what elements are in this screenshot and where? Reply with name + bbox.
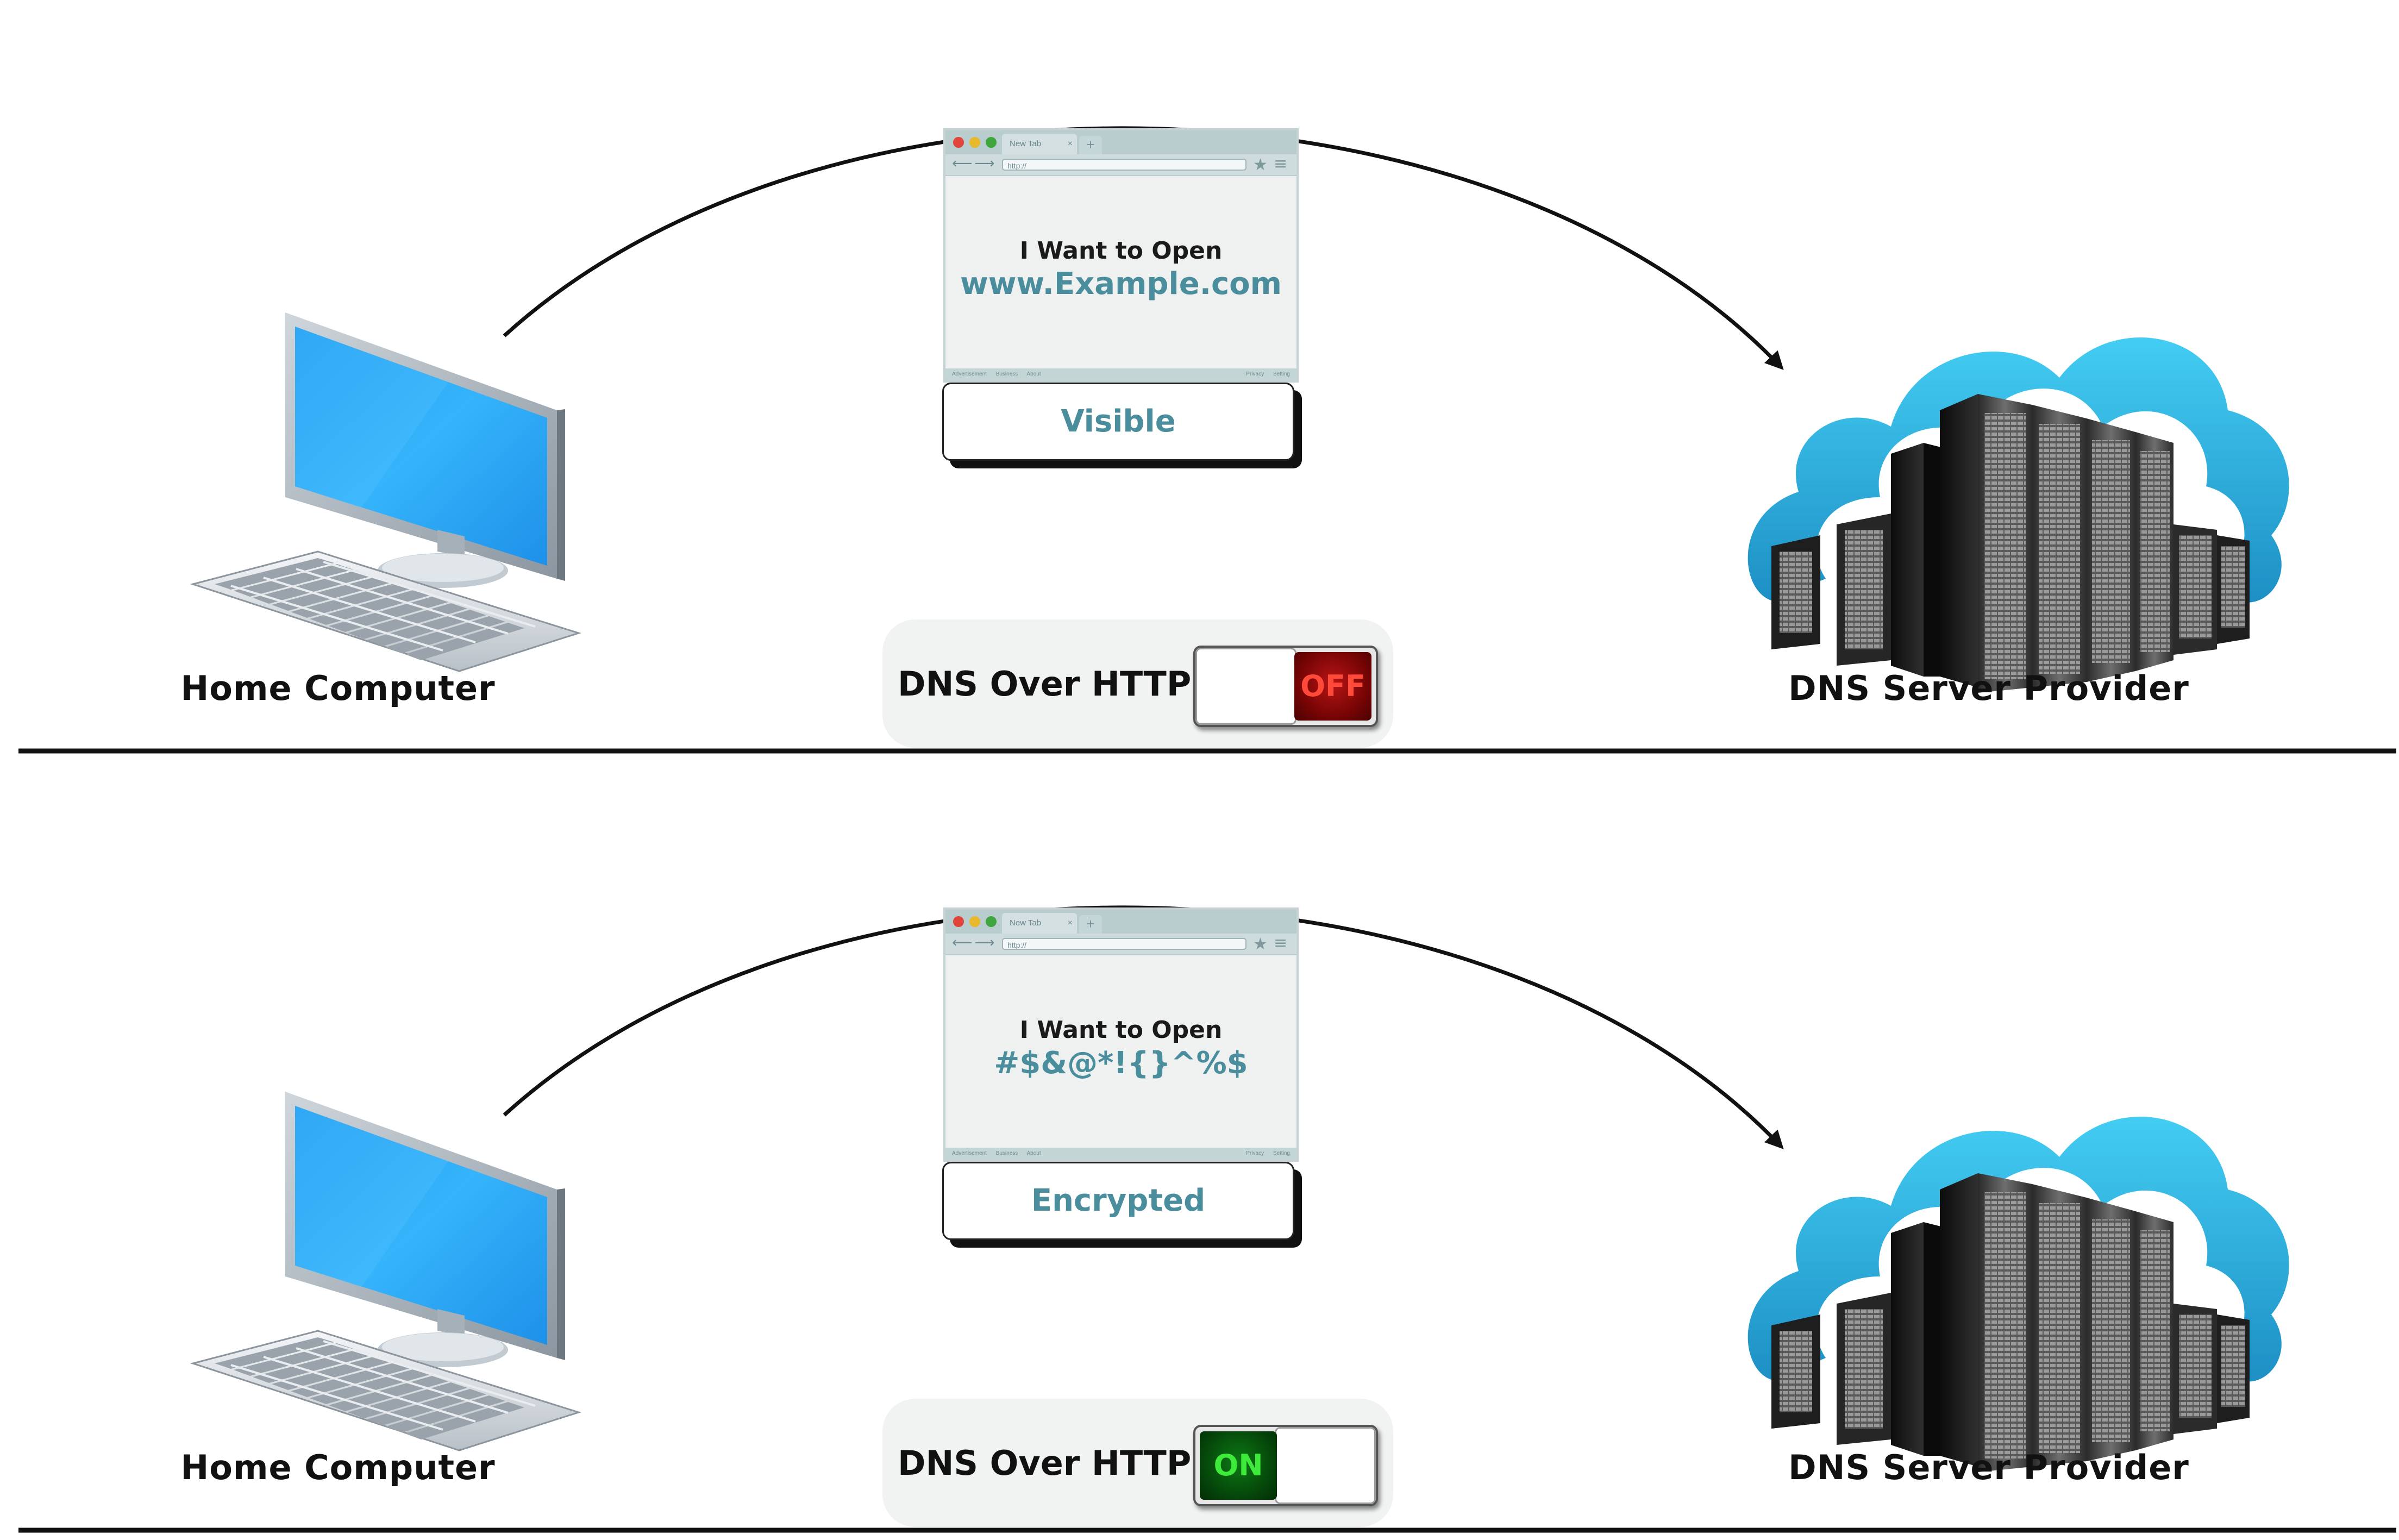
toggle-state-label: ON	[1200, 1431, 1277, 1500]
browser-address-bar: ⟵⟶ http:// ★ ≡	[945, 154, 1296, 176]
browser-tab: New Tab ×	[1002, 913, 1077, 934]
dns-server-provider-label: DNS Server Provider	[1788, 668, 2189, 708]
doh-toggle[interactable]: OFF	[1193, 646, 1378, 727]
browser-tab-title: New Tab	[1010, 139, 1042, 148]
url-field: http://	[1002, 159, 1247, 171]
url-field: http://	[1002, 938, 1247, 950]
browser-tab-title: New Tab	[1010, 918, 1042, 928]
requested-domain-text: #$&@*!{}^%$	[994, 1046, 1248, 1081]
toggle-knob	[1275, 1427, 1376, 1504]
browser-tab-bar: New Tab × +	[945, 130, 1296, 154]
cloud-server-icon	[1747, 1116, 2289, 1472]
toggle-knob	[1195, 648, 1296, 725]
nav-arrows-icon: ⟵⟶	[952, 155, 997, 172]
close-dot-icon	[953, 137, 964, 148]
request-intro-text: I Want to Open	[1019, 237, 1223, 265]
browser-window: New Tab × + ⟵⟶ http:// ★ ≡ I Want to Open…	[943, 907, 1299, 1162]
browser-tab-bar: New Tab × +	[945, 910, 1296, 934]
nav-arrows-icon: ⟵⟶	[952, 935, 997, 951]
browser-tab: New Tab ×	[1002, 134, 1077, 154]
star-icon: ★	[1253, 935, 1268, 954]
desktop-computer-icon	[192, 1091, 580, 1451]
doh-label: DNS Over HTTPS	[898, 1443, 1216, 1483]
browser-footer: Advertisement Business About Privacy Set…	[945, 1148, 1296, 1160]
visibility-status-box: Visible	[942, 383, 1294, 461]
minimize-dot-icon	[969, 916, 980, 927]
footer-right-links: Privacy Setting	[1246, 371, 1290, 377]
new-tab-icon: +	[1079, 915, 1102, 934]
menu-icon: ≡	[1274, 934, 1288, 953]
home-computer-label: Home Computer	[180, 1448, 496, 1487]
browser-window: New Tab × + ⟵⟶ http:// ★ ≡ I Want to Open…	[943, 128, 1299, 383]
home-computer-label: Home Computer	[180, 668, 496, 708]
maximize-dot-icon	[986, 916, 997, 927]
browser-content: I Want to Open www.Example.com	[945, 176, 1296, 361]
browser-content: I Want to Open #$&@*!{}^%$	[945, 955, 1296, 1140]
cloud-server-icon	[1747, 337, 2289, 693]
tab-close-icon: ×	[1067, 139, 1073, 148]
request-intro-text: I Want to Open	[1019, 1016, 1223, 1044]
requested-domain-text: www.Example.com	[960, 266, 1282, 302]
toggle-state-label: OFF	[1294, 652, 1371, 721]
browser-footer: Advertisement Business About Privacy Set…	[945, 368, 1296, 380]
desktop-computer-icon	[192, 311, 580, 672]
footer-left-links: Advertisement Business About	[952, 1150, 1041, 1156]
browser-address-bar: ⟵⟶ http:// ★ ≡	[945, 934, 1296, 955]
doh-label: DNS Over HTTPS	[898, 664, 1216, 704]
doh-toggle[interactable]: ON	[1193, 1425, 1378, 1506]
tab-close-icon: ×	[1067, 918, 1073, 928]
footer-right-links: Privacy Setting	[1246, 1150, 1290, 1156]
star-icon: ★	[1253, 155, 1268, 174]
close-dot-icon	[953, 916, 964, 927]
visibility-status-box: Encrypted	[942, 1162, 1294, 1240]
new-tab-icon: +	[1079, 136, 1102, 154]
footer-left-links: Advertisement Business About	[952, 371, 1041, 377]
maximize-dot-icon	[986, 137, 997, 148]
dns-server-provider-label: DNS Server Provider	[1788, 1448, 2189, 1487]
menu-icon: ≡	[1274, 154, 1288, 173]
minimize-dot-icon	[969, 137, 980, 148]
